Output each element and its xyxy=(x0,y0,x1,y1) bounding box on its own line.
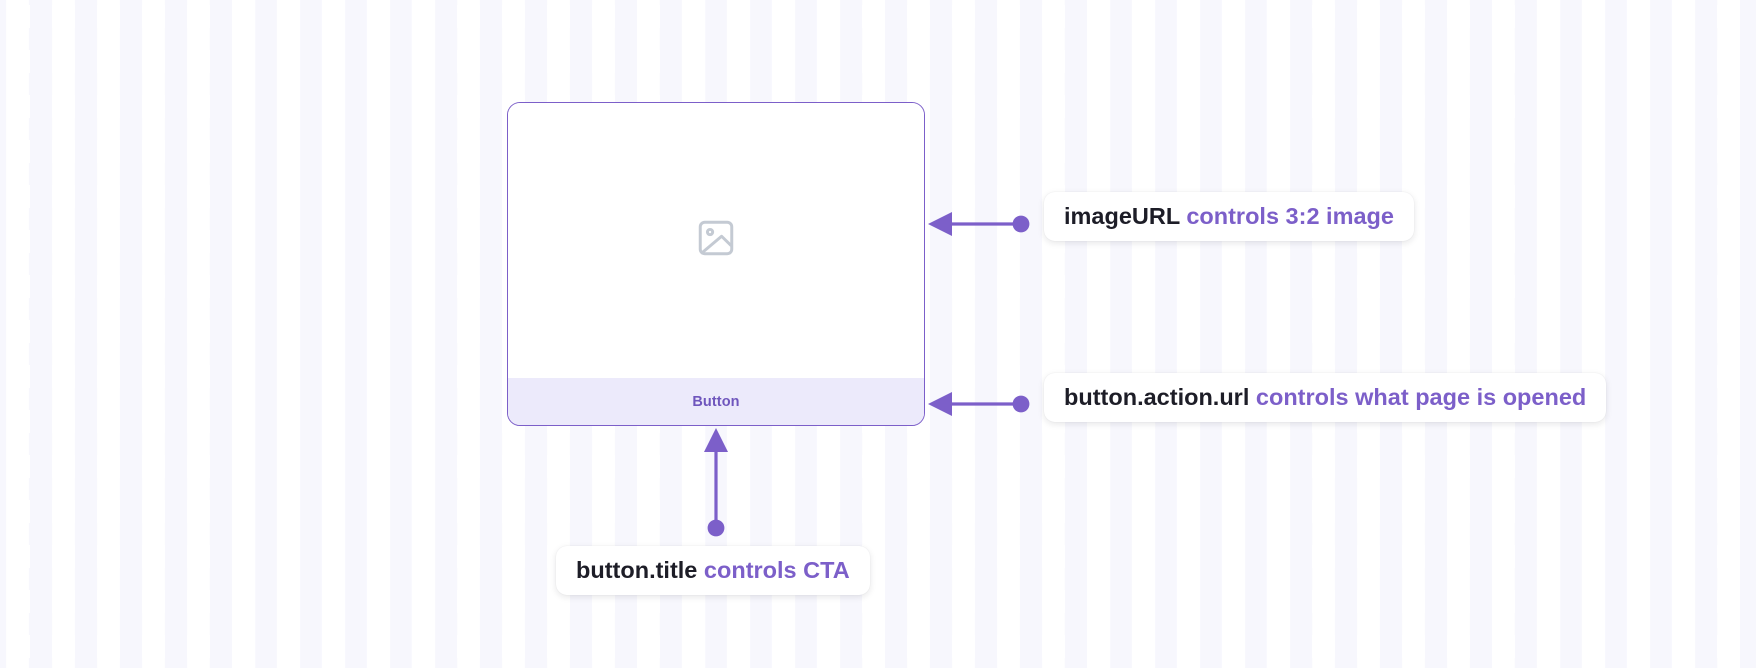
card-image-area xyxy=(508,103,924,378)
annotation-image-url: imageURL controls 3:2 image xyxy=(1044,192,1414,241)
annotation-button-action-url: button.action.url controls what page is … xyxy=(1044,373,1607,422)
annotation-code: imageURL xyxy=(1064,203,1180,229)
card-button-label: Button xyxy=(692,393,740,410)
annotation-code: button.title xyxy=(576,557,698,583)
annotation-code: button.action.url xyxy=(1064,384,1250,410)
annotation-button-title: button.title controls CTA xyxy=(556,546,870,595)
annotation-description: controls 3:2 image xyxy=(1186,203,1394,229)
annotation-description: controls CTA xyxy=(703,557,850,583)
card-button-bar[interactable]: Button xyxy=(508,378,924,425)
image-icon xyxy=(695,217,737,264)
preview-card: Button xyxy=(507,102,925,426)
annotation-description: controls what page is opened xyxy=(1255,384,1587,410)
